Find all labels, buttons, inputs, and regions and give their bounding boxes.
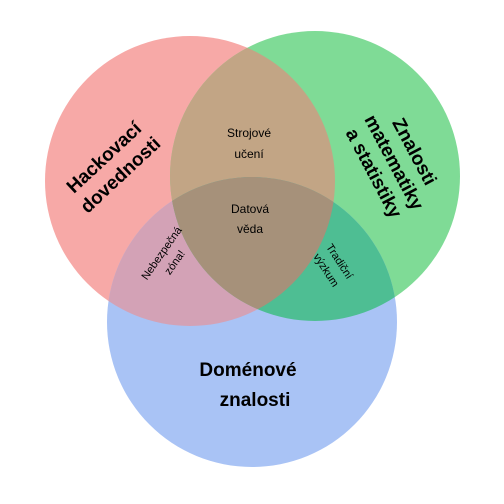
domain-knowledge-line2: znalosti — [220, 390, 291, 411]
data-science-line1: Datová — [231, 202, 269, 216]
machine-learning-line1: Strojové — [227, 126, 271, 140]
domain-knowledge-line1: Doménové — [199, 360, 296, 381]
data-science-line2: věda — [237, 222, 263, 236]
machine-learning-line2: učení — [234, 147, 264, 161]
